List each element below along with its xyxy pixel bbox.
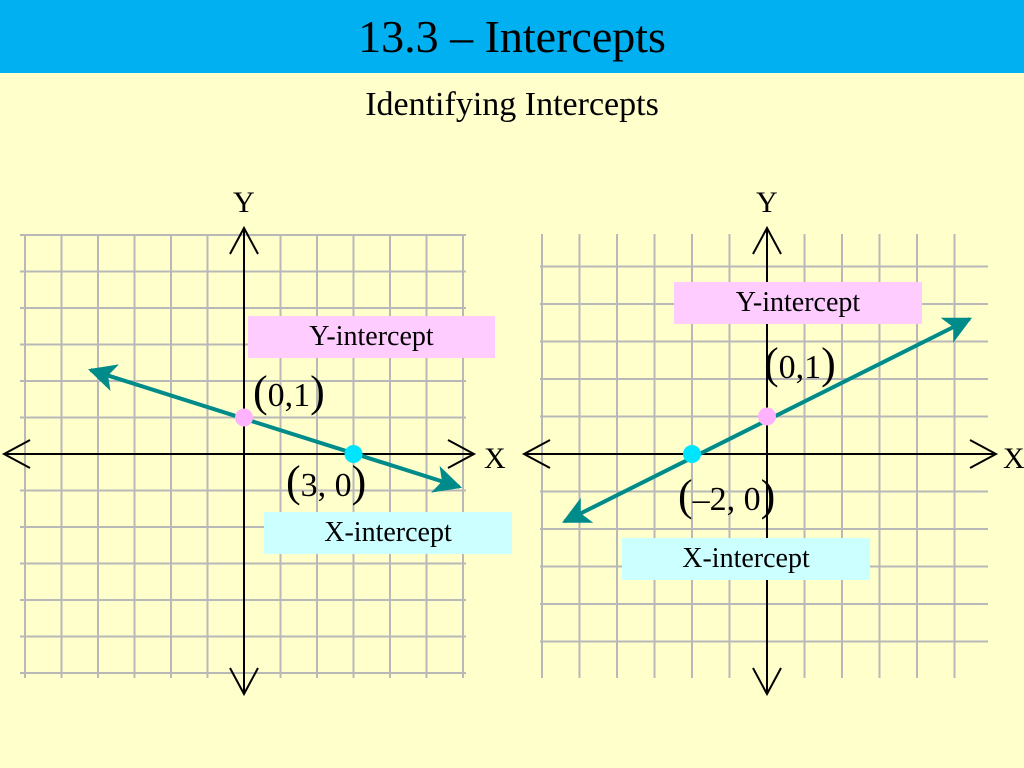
graph1-x-axis-label: X [484,442,506,475]
graph1-y-axis-label: Y [233,186,255,219]
y-axis-arrow-bottom [752,667,782,697]
x-intercept-point [683,445,701,463]
y-intercept-point [235,408,253,427]
title-bar [0,0,1024,73]
graph1-x-intercept-coords: (3, 0) [286,457,367,506]
graph2-x-intercept-label: X-intercept [622,538,870,580]
graph2-y-intercept-label: Y-intercept [674,282,922,324]
graph-line [88,364,463,493]
graph1-y-intercept-coords: (0,1) [253,367,325,416]
graph1-y-intercept-label: Y-intercept [248,316,495,358]
x-axis-arrow-left [1,439,31,469]
y-axis-arrow-top [229,225,259,255]
x-axis-arrow-left [521,439,551,469]
x-axis-arrow-right [969,439,999,469]
x-intercept-point [344,445,363,463]
y-intercept-point [758,407,776,426]
grid-left [1,225,477,697]
slide-subtitle: Identifying Intercepts [365,86,659,123]
y-axis-arrow-bottom [229,667,259,697]
y-axis-arrow-top [752,225,782,255]
graph2-x-intercept-coords: (–2, 0) [678,471,776,520]
graph2-y-intercept-coords: (0,1) [764,339,836,388]
graph2-x-axis-label: X [1003,442,1024,475]
graph2-y-axis-label: Y [756,186,778,219]
graph1-x-intercept-label: X-intercept [264,512,512,554]
slide-title: 13.3 – Intercepts [358,11,666,62]
